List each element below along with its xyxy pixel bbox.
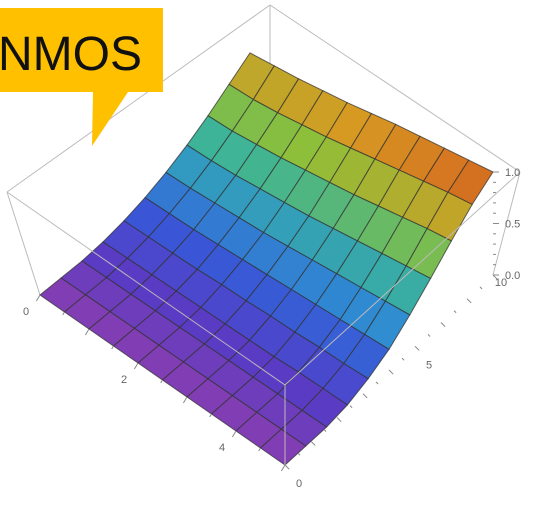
y-axis-tick bbox=[427, 334, 431, 337]
box-edge-right-vertical bbox=[492, 171, 521, 276]
y-tick-label: 5 bbox=[426, 359, 432, 371]
y-tick-label: 0 bbox=[296, 478, 302, 490]
x-axis-tick bbox=[133, 362, 139, 370]
x-axis-tick bbox=[62, 311, 65, 316]
x-axis-tick bbox=[160, 379, 163, 384]
y-axis-tick bbox=[479, 286, 483, 290]
y-axis-tick bbox=[466, 298, 472, 304]
x-axis-tick bbox=[209, 413, 212, 418]
x-axis-tick bbox=[35, 294, 41, 302]
x-tick-label: 0 bbox=[23, 306, 29, 318]
nmos-callout: NMOS bbox=[0, 8, 163, 146]
bounding-box-back bbox=[6, 4, 521, 296]
x-axis-tick bbox=[111, 345, 114, 350]
y-axis-tick bbox=[297, 452, 301, 456]
x-axis-tick bbox=[280, 464, 286, 472]
axis-tick-labels: 0 2 4 0 5 100.0 0.5 1.0 bbox=[23, 167, 520, 490]
y-axis-tick bbox=[323, 429, 327, 432]
z-tick-label: 0.0 bbox=[505, 270, 520, 282]
x-axis-tick bbox=[258, 447, 261, 452]
y-axis-tick bbox=[492, 274, 498, 280]
y-axis-tick bbox=[401, 357, 405, 361]
y-axis-tick bbox=[453, 310, 457, 314]
y-axis-tick bbox=[362, 393, 368, 399]
y-axis-tick bbox=[414, 345, 420, 351]
callout-text: NMOS bbox=[0, 28, 142, 81]
x-tick-label: 4 bbox=[219, 442, 225, 454]
x-axis-tick bbox=[84, 328, 90, 336]
box-edge-back-top bbox=[6, 4, 271, 193]
y-axis-tick bbox=[336, 417, 342, 423]
box-edge-front-top-right bbox=[284, 171, 521, 386]
surface-patch bbox=[259, 428, 307, 466]
z-tick-label: 1.0 bbox=[505, 167, 520, 179]
x-tick-label: 2 bbox=[121, 374, 127, 386]
y-tick-label: 10 bbox=[495, 277, 507, 289]
z-tick-label: 0.5 bbox=[505, 219, 520, 231]
y-axis-tick bbox=[349, 405, 353, 409]
y-axis-tick bbox=[388, 369, 394, 375]
y-axis-tick bbox=[284, 464, 290, 470]
x-axis-tick bbox=[231, 430, 237, 438]
surface-mesh bbox=[39, 52, 494, 466]
y-axis-tick bbox=[375, 381, 379, 385]
box-edge-front-top-left bbox=[6, 191, 286, 386]
bounding-box-front bbox=[6, 171, 521, 465]
callout-shape bbox=[0, 8, 163, 146]
box-edge-right-top bbox=[269, 4, 521, 173]
y-axis-tick bbox=[310, 440, 316, 446]
y-axis-tick bbox=[440, 322, 446, 328]
box-edge-left-vertical bbox=[6, 191, 41, 296]
x-axis-tick bbox=[182, 396, 188, 404]
axis-ticks bbox=[35, 171, 499, 472]
